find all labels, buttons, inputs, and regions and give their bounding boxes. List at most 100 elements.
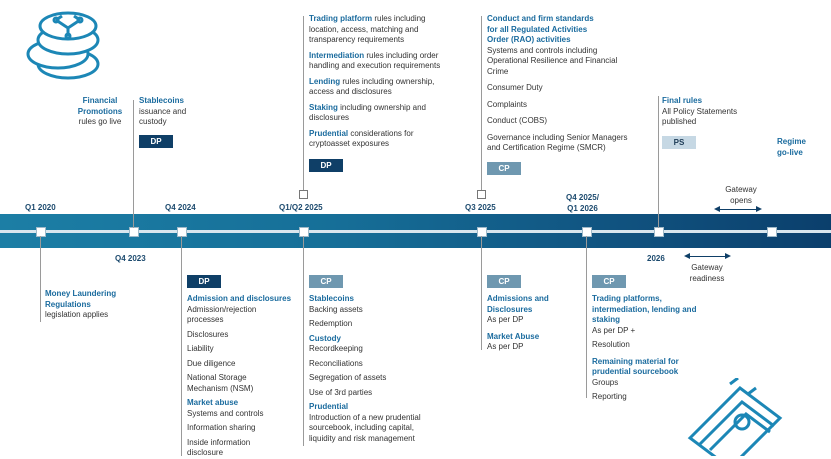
financial-promotions-title-2: Promotions [77,106,123,116]
prudential-text: considerations for [348,128,414,138]
quarter-label-q4-2025-line1: Q4 2025/ [566,193,599,202]
marker-q1-2020 [36,227,46,237]
hollow-marker-q3-2025 [477,190,486,199]
marker-q1q2-2025 [299,227,309,237]
nsm-line-2: Mechanism (NSM) [187,383,254,393]
prudential-line-1: cryptoasset exposures [309,139,390,148]
prudential-line-2-bottom: sourcebook, including capital, [309,423,414,432]
q3-2025-top-block: Conduct and firm standards for all Regul… [487,14,652,176]
trading-platforms-title-3: staking [592,315,621,324]
prudential-cp-title: Prudential [309,402,349,411]
nsm-line-1: National Storage [187,373,247,382]
gateway-readiness-arrow [686,256,728,257]
gateway-readiness-arrow-left-head [684,253,690,259]
regime-title-1: Regime [777,137,806,146]
marker-q4-2023 [129,227,139,237]
gateway-opens-block: Gateway opens [714,185,768,206]
lending-line-1: access and disclosures [309,87,392,96]
remaining-material-title-1: Remaining material for [592,356,679,366]
staking-title: Staking [309,102,338,112]
conduct-cobs: Conduct (COBS) [487,116,548,125]
systems-controls-line-2: Operational Resilience and Financial [487,56,618,65]
q1q2-2025-bottom-block: CP Stablecoins Backing assets Redemption… [309,271,474,444]
quarter-label-q4-2024: Q4 2024 [165,203,196,212]
connector-q3-2025-top [481,16,482,192]
dp-badge-q1q2-2025: DP [309,158,343,172]
trading-platforms-title-2: intermediation, lending and [592,304,697,314]
q4-2025-bottom-block: CP Trading platforms, intermediation, le… [592,271,710,403]
recordkeeping: Recordkeeping [309,344,363,353]
money-laundering-text: legislation applies [45,310,109,319]
custody-title: Custody [309,333,341,343]
inside-information-line-2: disclosure [187,448,224,457]
q1q2-2025-top-block: Trading platform rules including locatio… [309,14,474,173]
final-rules-text-1: All Policy Statements [662,106,738,116]
quarter-label-q4-2025: Q4 2025/ Q1 2026 [566,193,599,214]
gateway-opens-text-2: opens [730,195,752,205]
admission-rejection-line-2: processes [187,315,224,324]
financial-promotions-text: rules go live [78,117,122,126]
conduct-standards-title-2: for all Regulated Activities [487,24,588,34]
intermediation-line-1: handling and execution requirements [309,61,441,70]
quarter-label-q3-2025: Q3 2025 [465,203,496,212]
connector-q1q2-2025-top [303,16,304,192]
conduct-standards-title-1: Conduct and firm standards [487,14,594,23]
trading-platforms-title-1: Trading platforms, [592,294,662,303]
connector-q4-2025-bottom [586,236,587,398]
admissions-disclosures-title-2: Disclosures [487,304,533,314]
reporting: Reporting [592,392,627,401]
redemption: Redemption [309,319,353,328]
trading-platform-line-2: transparency requirements [309,35,405,44]
cp-badge-q1q2-2025: CP [309,275,343,288]
governance-line-1: Governance including Senior Managers [487,132,628,142]
prudential-line-3-bottom: liquidity and risk management [309,433,415,443]
ps-badge: PS [662,135,696,149]
item-staking: Staking including ownership and disclosu… [309,103,474,124]
conduct-standards-title-3: Order (RAO) activities [487,35,571,44]
trading-platform-line-1: location, access, matching and [309,24,419,34]
connector-q1q2-2025-bottom [303,236,304,446]
segregation-of-assets: Segregation of assets [309,373,387,382]
marker-regime [767,227,777,237]
marker-q3-2025 [477,227,487,237]
final-rules-text-2: published [662,117,697,126]
due-diligence: Due diligence [187,358,236,368]
marker-final-rules [654,227,664,237]
reconciliations: Reconciliations [309,358,363,368]
admissions-as-per-dp: As per DP [487,315,524,324]
lending-text: rules including ownership, [340,76,435,86]
connector-final-rules-top [658,96,659,228]
connector-q4-2023-top [133,100,134,228]
regime-title-2: go-live [777,147,803,157]
financial-promotions-title-1: Financial [82,96,118,105]
gateway-opens-arrow-left-head [714,206,720,212]
connector-q4-2024-bottom [181,236,182,456]
item-intermediation: Intermediation rules including order han… [309,51,474,72]
governance-line-2: and Certification Regime (SMCR) [487,143,606,152]
admissions-disclosures-title-1: Admissions and [487,294,549,303]
staking-text: including ownership and [337,102,426,112]
timeline-axis [0,230,831,233]
cp-badge-q3-2025-top: CP [487,161,521,175]
item-prudential: Prudential considerations for cryptoasse… [309,129,474,150]
connector-q3-2025-bottom [481,236,482,350]
trading-platforms-as-per-dp: As per DP + [592,325,636,335]
quarter-label-q1-2020: Q1 2020 [25,203,56,212]
stablecoins-cp-title: Stablecoins [309,294,354,303]
gateway-readiness-text-2: readiness [689,273,725,283]
dp-badge-q4-2024: DP [187,275,221,288]
quarter-label-2026: 2026 [647,254,665,263]
prudential-title: Prudential [309,128,349,138]
cp-badge-q4-2025: CP [592,275,626,288]
marker-q4-2025 [582,227,592,237]
stablecoins-block: Stablecoins issuance and custody DP [139,96,219,149]
market-abuse-cp-title: Market Abuse [487,331,540,341]
regime-go-live-block: Regime go-live [777,137,827,158]
intermediation-title: Intermediation [309,50,365,60]
stablecoins-text-1: issuance and [139,106,187,116]
quarter-label-q4-2023: Q4 2023 [115,254,146,263]
consumer-duty: Consumer Duty [487,83,543,92]
gateway-readiness-block: Gateway readiness [680,263,734,284]
market-abuse-title: Market abuse [187,398,239,407]
resolution: Resolution [592,340,630,349]
